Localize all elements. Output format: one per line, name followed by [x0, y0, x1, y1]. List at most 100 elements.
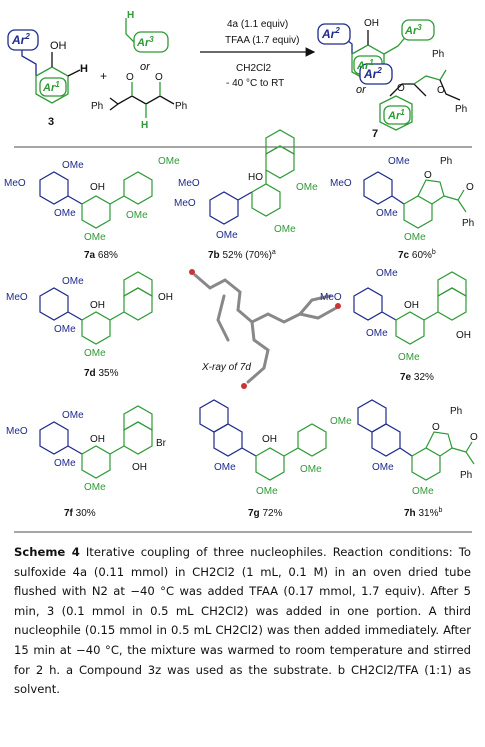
7a-ome-1: OMe — [62, 160, 84, 171]
7h-note: b — [438, 507, 442, 514]
starting-material-3 — [7, 29, 81, 104]
product2-ar2-sup: 2 — [376, 66, 382, 75]
7c-ome-2: OMe — [376, 208, 398, 219]
svg-text:7c 60%b: 7c 60%b — [398, 249, 436, 261]
compound-7f: OMe MeO OMe OH OH Br OMe 7f 30% — [6, 405, 167, 519]
7e-meo-1: MeO — [320, 292, 342, 303]
7d-ome-2: OMe — [54, 324, 76, 335]
7f-oh-1: OH — [90, 434, 105, 445]
7b-meo-2: MeO — [174, 198, 196, 209]
product-ph-label-1: Ph — [432, 49, 444, 60]
product2-ar2-label: Ar — [363, 67, 379, 81]
h-label-2: H — [127, 10, 134, 21]
7h-ph-2: Ph — [460, 470, 472, 481]
7d-ome-3: OMe — [84, 348, 106, 359]
xray-label: X-ray of 7d — [201, 362, 251, 373]
condition-4: - 40 °C to RT — [226, 78, 284, 89]
ar2-label: Ar — [11, 33, 27, 47]
7b-ome-2: OMe — [296, 182, 318, 193]
7e-yield: 32% — [411, 372, 434, 383]
product-ar2-sup: 2 — [334, 26, 340, 35]
7b-yield: 52% (70%) — [220, 250, 272, 261]
product-ar3-sup: 3 — [417, 23, 422, 32]
7d-id: 7d — [84, 368, 96, 379]
compound-7d: OMe MeO OMe OH OH OMe 7d 35% — [6, 271, 173, 379]
product-ar3-label: Ar — [404, 25, 418, 37]
7g-ome-4: OMe — [256, 486, 278, 497]
7b-ho: HO — [248, 172, 263, 183]
product2-ar1-label: Ar — [387, 110, 401, 122]
ar2-sup: 2 — [24, 32, 30, 41]
product-ar2-label: Ar — [321, 27, 337, 41]
product-ar1-sup: 1 — [369, 58, 374, 67]
7f-id: 7f — [64, 508, 74, 519]
7c-note: b — [432, 249, 436, 256]
xray-structure — [189, 269, 341, 389]
7d-yield: 35% — [96, 368, 119, 379]
7h-ph-1: Ph — [450, 406, 462, 417]
reaction-scheme: Ar2 Ar1 OH H 3 + H Ar3 or O O Ph Ph H 4a… — [4, 10, 478, 533]
product-7 — [317, 19, 461, 131]
7a-ome-5: OMe — [126, 210, 148, 221]
7g-oh: OH — [262, 434, 277, 445]
7g-ome-1: OMe — [214, 462, 236, 473]
compound-7a: OMe MeO OMe OH OMe OMe OMe 7a 68% — [4, 156, 180, 261]
ar1-sup: 1 — [55, 80, 60, 89]
product2-ar1-sup: 1 — [400, 108, 405, 117]
o-label-a: O — [126, 72, 134, 83]
7b-note: a — [272, 249, 276, 256]
7c-meo-1: MeO — [330, 178, 352, 189]
7f-ome-2: OMe — [54, 458, 76, 469]
7c-ome-1: OMe — [388, 156, 410, 167]
7h-yield: 31% — [416, 508, 439, 519]
product-ar1-label: Ar — [356, 60, 370, 72]
7h-o: O — [432, 422, 440, 433]
7d-ome-1: OMe — [62, 276, 84, 287]
compound-7h: OMe O Ph O Ph OMe 7h 31%b — [357, 399, 478, 519]
7h-o-2: O — [470, 432, 478, 443]
condition-2: TFAA (1.7 equiv) — [225, 35, 299, 46]
7c-ph-2: Ph — [462, 218, 474, 229]
7b-ome-1: OMe — [216, 230, 238, 241]
svg-text:Ar2: Ar2 — [321, 26, 340, 41]
plus-sign: + — [100, 69, 107, 83]
7b-meo-1: MeO — [178, 178, 200, 189]
compound-7c: OMe MeO OMe O Ph O Ph OMe 7c 60%b — [330, 156, 474, 261]
or-text-1: or — [140, 61, 151, 73]
7g-yield: 72% — [260, 508, 283, 519]
7b-id: 7b — [208, 250, 220, 261]
7g-ome-3: OMe — [300, 464, 322, 475]
reaction-header: Ar2 Ar1 OH H 3 + H Ar3 or O O Ph Ph H 4a… — [7, 10, 467, 140]
7c-ome-3: OMe — [404, 232, 426, 243]
7c-ph-1: Ph — [440, 156, 452, 167]
svg-text:Ar3: Ar3 — [136, 35, 154, 49]
7g-id: 7g — [248, 508, 260, 519]
7a-id: 7a — [84, 250, 96, 261]
7d-oh-2: OH — [158, 292, 173, 303]
7a-oh: OH — [90, 182, 105, 193]
compound-7e: OMe MeO OMe OH OH OMe 7e 32% — [320, 268, 471, 383]
7c-o: O — [424, 170, 432, 181]
svg-text:7g 72%: 7g 72% — [248, 508, 283, 519]
ph-label-b: Ph — [175, 101, 187, 112]
compound-7g: OMe OH OMe OMe OMe 7g 72% — [199, 399, 352, 519]
7f-yield: 30% — [73, 508, 96, 519]
7g-ome-2: OMe — [330, 416, 352, 427]
7h-id: 7h — [404, 508, 416, 519]
svg-text:7b 52% (70%)a: 7b 52% (70%)a — [208, 249, 276, 261]
svg-text:7a 68%: 7a 68% — [84, 250, 118, 261]
7f-meo-1: MeO — [6, 426, 28, 437]
7e-ome-1: OMe — [376, 268, 398, 279]
product-ph-label-2: Ph — [455, 104, 467, 115]
product-label: 7 — [372, 128, 378, 140]
7a-ome-3: OMe — [84, 232, 106, 243]
or-text-2: or — [356, 84, 367, 96]
condition-1: 4a (1.1 equiv) — [227, 19, 288, 30]
h-label: H — [80, 63, 88, 75]
ar3-sup: 3 — [149, 35, 154, 44]
7a-meo-1: MeO — [4, 178, 26, 189]
7a-ome-4: OMe — [158, 156, 180, 167]
o-label-b: O — [155, 72, 163, 83]
7f-ome-3: OMe — [84, 482, 106, 493]
product-oh-label: OH — [364, 18, 379, 29]
